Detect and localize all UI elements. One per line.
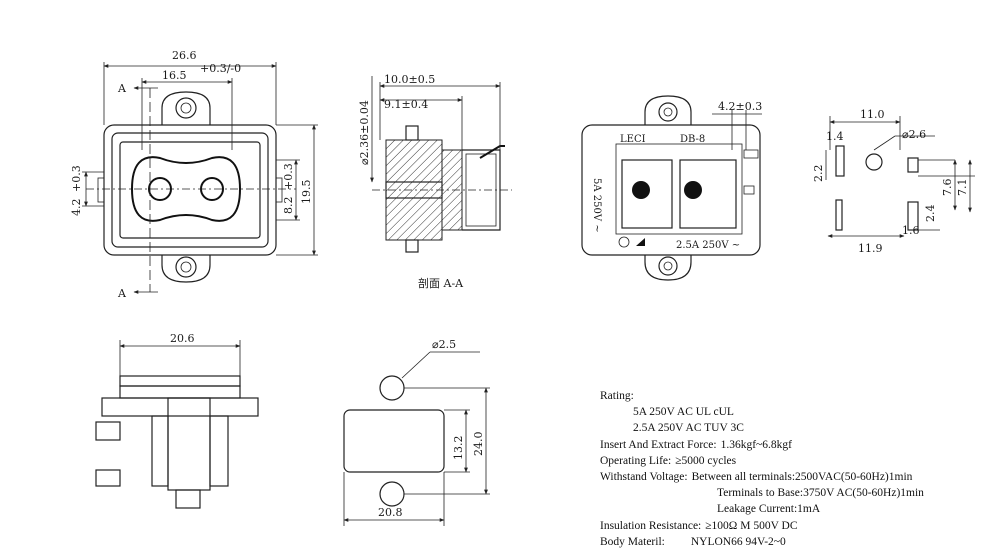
spec-withstand: Withstand Voltage:Between all terminals:… (600, 469, 985, 485)
front-view (82, 62, 318, 294)
section-caption: 剖面 A-A (418, 276, 464, 290)
dim-16-5-tol: +0.3/-0 (200, 62, 241, 75)
rear-terminal-left (632, 181, 650, 199)
warning-triangle-icon (636, 238, 645, 246)
dim-24-0: 24.0 (472, 432, 485, 457)
panel-cutout (343, 351, 490, 526)
dim-8-2: 8.2 (282, 197, 295, 215)
spec-withstand-1: Between all terminals:2500VAC(50-60Hz)1m… (691, 471, 913, 484)
dim-10-0: 10.0±0.5 (384, 73, 435, 86)
spec-body: Body Materil: NYLON66 94V-2~0 (600, 534, 985, 550)
pin-detail (825, 116, 975, 238)
spec-body-value: NYLON66 94V-2~0 (690, 535, 786, 548)
spec-withstand-3: Leakage Current:1mA (717, 503, 821, 516)
dim-13-2: 13.2 (452, 436, 465, 461)
dim-20-8: 20.8 (378, 506, 403, 519)
rear-rating-bottom: 2.5A 250V ~ (676, 240, 740, 251)
dim-11-9: 11.9 (858, 242, 883, 255)
spec-insulation-label: Insulation Resistance: (600, 519, 702, 532)
spec-life: Operating Life:≥5000 cycles (600, 453, 985, 469)
mount-hole-top (175, 97, 197, 119)
side-view (95, 340, 259, 509)
dim-1-4: 1.4 (826, 130, 844, 143)
spec-block: Rating: 5A 250V AC UL cUL 2.5A 250V AC T… (600, 388, 985, 550)
dim-2-4: 2.4 (924, 205, 937, 223)
section-label-top: A (117, 82, 127, 95)
rear-rating-left: 5A 250V ~ (591, 178, 602, 233)
dim-9-1: 9.1±0.4 (384, 98, 428, 111)
spec-rating-1: 5A 250V AC UL cUL (633, 406, 734, 419)
spec-insert-label: Insert And Extract Force: (600, 438, 717, 451)
dim-2-2: 2.2 (812, 165, 825, 183)
spec-withstand-label: Withstand Voltage: (600, 471, 688, 484)
spec-life-value: ≥5000 cycles (675, 454, 737, 467)
dim-26-6: 26.6 (172, 49, 197, 62)
spec-rating-label: Rating: (600, 390, 634, 402)
spec-insulation-value: ≥100Ω M 500V DC (705, 519, 798, 532)
dim-4-2-rear: 4.2±0.3 (718, 100, 762, 113)
spec-insulation: Insulation Resistance:≥100Ω M 500V DC (600, 518, 985, 534)
cutout-hole-bottom (379, 481, 405, 507)
dim-dia-2-5: ⌀2.5 (432, 338, 456, 351)
cutout-rect (343, 409, 445, 473)
dim-20-6: 20.6 (170, 332, 195, 345)
figure8-socket (130, 156, 242, 222)
dim-19-5: 19.5 (300, 180, 313, 205)
dim-11-0: 11.0 (860, 108, 885, 121)
dim-16-5: 16.5 (162, 69, 187, 82)
dim-1-6: 1.6 (902, 224, 920, 237)
cutout-hole-top (379, 375, 405, 401)
rear-view (581, 95, 762, 281)
section-label-bottom: A (117, 287, 127, 300)
section-view (370, 76, 512, 253)
spec-insert-value: 1.36kgf~6.8kgf (720, 438, 792, 451)
dim-dia-2-36: ⌀2.36±0.04 (358, 100, 371, 165)
spec-insert: Insert And Extract Force:1.36kgf~6.8kgf (600, 437, 985, 453)
rear-terminal-right (684, 181, 702, 199)
dim-4-2-left: 4.2 (70, 199, 83, 217)
spec-body-label: Body Materil: (600, 535, 665, 548)
rear-label-db8: DB-8 (680, 134, 705, 145)
dim-7-1: 7.1 (956, 179, 969, 197)
spec-withstand-2: Terminals to Base:3750V AC(50-60Hz)1min (717, 487, 924, 500)
dim-dia-2-6: ⌀2.6 (902, 128, 926, 141)
dim-8-2-tol: +0.3 (282, 163, 295, 190)
spec-life-label: Operating Life: (600, 454, 672, 467)
dim-7-6: 7.6 (941, 179, 954, 197)
rear-label-leci: LECI (620, 134, 646, 145)
mount-hole-bottom (175, 256, 197, 278)
rear-flange (581, 124, 761, 256)
spec-rating-2: 2.5A 250V AC TUV 3C (633, 422, 744, 435)
dim-4-2-left-tol: +0.3 (70, 165, 83, 192)
